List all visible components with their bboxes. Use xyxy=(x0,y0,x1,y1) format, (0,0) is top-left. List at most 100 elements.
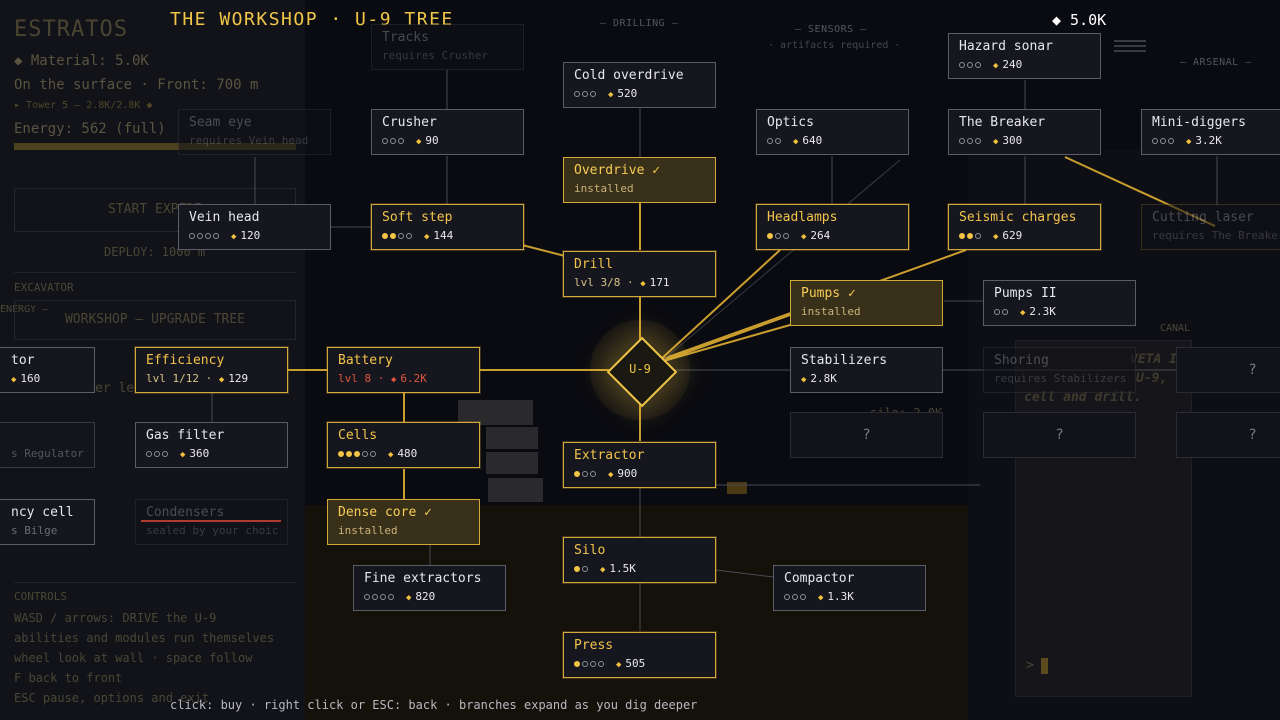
node-compactor[interactable]: Compactor ◆1.3K xyxy=(773,565,926,611)
level-pips xyxy=(364,590,396,603)
level-pips xyxy=(767,229,791,242)
material-icon: ◆ xyxy=(616,660,622,670)
node-cost: 3.2K xyxy=(1195,134,1222,147)
node-cost: 264 xyxy=(810,229,831,242)
level-pips xyxy=(959,229,983,242)
node-hazard-sonar[interactable]: Hazard sonar ◆240 xyxy=(948,33,1101,79)
node-seam-eye[interactable]: Seam eye requires Vein head xyxy=(178,109,331,155)
node-crusher[interactable]: Crusher ◆90 xyxy=(371,109,524,155)
node-cost: 171 xyxy=(649,276,670,289)
node-emergency-cell[interactable]: ncy cell s Bilge xyxy=(0,499,95,545)
node-efficiency[interactable]: Efficiency lvl 1/12 · ◆129 xyxy=(135,347,288,393)
node-stabilizers[interactable]: Stabilizers ◆2.8K xyxy=(790,347,943,393)
level-pips xyxy=(338,447,378,460)
node-cost: 1.5K xyxy=(609,562,636,575)
node-name: Seam eye xyxy=(189,115,252,130)
material-icon: ◆ xyxy=(11,375,17,385)
node-level: lvl 8 · xyxy=(338,372,385,385)
material-icon: ◆ xyxy=(993,137,999,147)
material-icon: ◆ xyxy=(818,593,824,603)
node-requirement: requires Stabilizers xyxy=(994,372,1127,385)
level-pips xyxy=(382,134,406,147)
node-name: Crusher xyxy=(382,115,437,130)
node-headlamps[interactable]: Headlamps ◆264 xyxy=(756,204,909,250)
level-pips xyxy=(1152,134,1176,147)
node-press[interactable]: Press ◆505 xyxy=(563,632,716,678)
node-cost: 6.2K xyxy=(400,372,427,385)
material-icon: ◆ xyxy=(416,137,422,147)
node-dense-core[interactable]: Dense core ✓ installed xyxy=(327,499,480,545)
active-links xyxy=(288,156,1216,499)
node-regulator-ii[interactable]: s Regulator xyxy=(0,422,95,468)
node-name: Headlamps xyxy=(767,210,838,225)
node-name: Press xyxy=(574,638,614,653)
node-cost: 2.8K xyxy=(810,372,837,385)
node-battery[interactable]: Battery lvl 8 · ◆6.2K xyxy=(327,347,480,393)
material-icon: ◆ xyxy=(801,232,807,242)
node-soft-step[interactable]: Soft step ◆144 xyxy=(371,204,524,250)
node-pumps-ii[interactable]: Pumps II ◆2.3K xyxy=(983,280,1136,326)
node-seismic-charges[interactable]: Seismic charges ◆629 xyxy=(948,204,1101,250)
node-cold-overdrive[interactable]: Cold overdrive ◆520 xyxy=(563,62,716,108)
node-name: Gas filter xyxy=(146,428,225,443)
node-name: Mini-diggers xyxy=(1152,115,1246,130)
node-unknown[interactable]: ? xyxy=(1176,412,1280,458)
node-name: Overdrive ✓ xyxy=(574,163,661,178)
node-cells[interactable]: Cells ◆480 xyxy=(327,422,480,468)
node-mini-diggers[interactable]: Mini-diggers ◆3.2K xyxy=(1141,109,1280,155)
node-unknown[interactable]: ? xyxy=(1176,347,1280,393)
node-name: Seismic charges xyxy=(959,210,1077,225)
material-icon: ◆ xyxy=(406,593,412,603)
node-name: Cold overdrive xyxy=(574,68,684,83)
node-silo[interactable]: Silo ◆1.5K xyxy=(563,537,716,583)
material-icon: ◆ xyxy=(1020,308,1026,318)
node-cost: 90 xyxy=(425,134,439,147)
node-level: lvl 1/12 · xyxy=(146,372,213,385)
level-pips xyxy=(994,305,1010,318)
level-pips xyxy=(959,58,983,71)
column-header-drilling: — DRILLING — xyxy=(600,18,679,29)
material-counter: ◆ 5.0K xyxy=(1052,11,1107,29)
node-tracks[interactable]: Tracks requires Crusher xyxy=(371,24,524,70)
node-name: Battery xyxy=(338,353,393,368)
node-extractor[interactable]: Extractor ◆900 xyxy=(563,442,716,488)
material-icon: ◆ xyxy=(801,375,807,385)
node-requirement: requires Vein head xyxy=(189,134,309,147)
node-unknown-label: ? xyxy=(1055,427,1064,443)
node-cutting-laser[interactable]: Cutting laser requires The Breaker xyxy=(1141,204,1280,250)
node-requirement: sealed by your choic xyxy=(146,524,279,537)
level-pips xyxy=(784,590,808,603)
node-name: Hazard sonar xyxy=(959,39,1053,54)
material-icon: ◆ xyxy=(608,470,614,480)
node-cost: 505 xyxy=(625,657,646,670)
node-shoring[interactable]: Shoring requires Stabilizers xyxy=(983,347,1136,393)
node-optics[interactable]: Optics ◆640 xyxy=(756,109,909,155)
material-icon: ◆ xyxy=(993,232,999,242)
level-pips xyxy=(146,447,170,460)
node-overdrive[interactable]: Overdrive ✓ installed xyxy=(563,157,716,203)
level-pips xyxy=(574,87,598,100)
node-unknown[interactable]: ? xyxy=(790,412,943,458)
node-name: Condensers xyxy=(146,505,225,520)
column-subheader-sensors: · artifacts required · xyxy=(768,40,901,51)
node-cost: 120 xyxy=(240,229,261,242)
node-condensers[interactable]: Condensers sealed by your choic xyxy=(135,499,288,545)
level-pips xyxy=(382,229,414,242)
node-vein-head[interactable]: Vein head ◆120 xyxy=(178,204,331,250)
node-gas-filter[interactable]: Gas filter ◆360 xyxy=(135,422,288,468)
node-cost: 900 xyxy=(617,467,638,480)
node-cost: 629 xyxy=(1002,229,1023,242)
node-requirement: requires The Breaker xyxy=(1152,229,1280,242)
node-cost: 520 xyxy=(617,87,638,100)
node-regulator[interactable]: tor ◆160 xyxy=(0,347,95,393)
node-name: ncy cell xyxy=(11,505,74,520)
node-unknown[interactable]: ? xyxy=(983,412,1136,458)
node-name: Compactor xyxy=(784,571,855,586)
node-drill[interactable]: Drill lvl 3/8 · ◆171 xyxy=(563,251,716,297)
node-requirement: s Regulator xyxy=(11,447,84,460)
node-the-breaker[interactable]: The Breaker ◆300 xyxy=(948,109,1101,155)
node-cost: 640 xyxy=(802,134,823,147)
node-pumps[interactable]: Pumps ✓ installed xyxy=(790,280,943,326)
node-unknown-label: ? xyxy=(862,427,871,443)
node-fine-extractors[interactable]: Fine extractors ◆820 xyxy=(353,565,506,611)
